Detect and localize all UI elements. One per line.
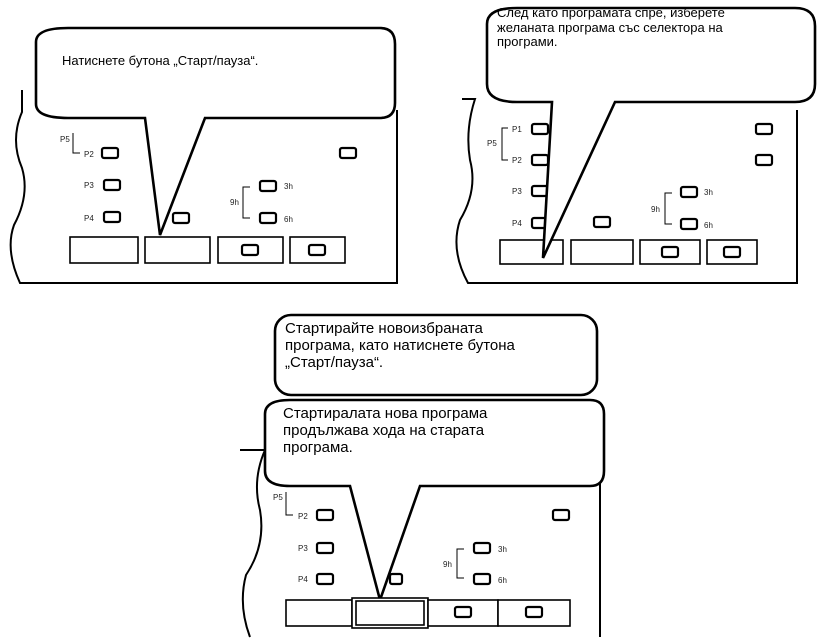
panel-button-1 [69,236,139,264]
speech-bubble [263,398,606,605]
speech-bubble [34,26,397,236]
delay-label-6h: 6h [284,215,293,224]
indicator-led-top [754,122,774,136]
panel-button-4-led [722,245,742,259]
option-led [592,215,612,229]
control-panel-outline [455,98,798,284]
delay-label-3h: 3h [498,545,507,554]
speech-bubble [485,6,817,259]
panel-button-4-led [524,605,544,619]
panel-button-4-led [307,243,327,257]
program-label-p2: P2 [298,512,308,521]
program-led-p1 [530,122,550,136]
delay-led-3h [472,541,492,555]
program-label-p4: P4 [298,575,308,584]
panel-button-3-led [240,243,260,257]
bubble-text-select-program: След като програмата спре, изберете жела… [497,5,725,50]
delay-led-6h [679,217,699,231]
delay-label-9h: 9h [651,205,660,214]
start-pause-button [355,600,425,626]
bubble-text-continues: Стартиралата нова програма продължава хо… [283,405,488,456]
program-led-p3 [102,178,122,192]
control-panel-outline [240,449,267,638]
program-label-p2: P2 [84,150,94,159]
delay-label-9h: 9h [230,198,239,207]
program-label-p5: P5 [60,135,70,144]
indicator-led-bottom [754,153,774,167]
control-panel-outline [9,90,398,284]
bubble-text-restart: Стартирайте новоизбраната програма, като… [285,320,515,371]
panel-button-1 [285,599,353,627]
panel-start-pause: P5 P2 P3 P4 9h 3h 6h [9,26,398,284]
panel-select-program: P1 P5 P2 P3 P4 9h 3h 6h [455,6,817,284]
program-led-p3 [315,541,335,555]
program-led-p4 [102,210,122,224]
delay-led-3h [679,185,699,199]
indicator-led [551,508,571,522]
program-led-p2 [100,146,120,160]
program-label-p4: P4 [84,214,94,223]
option-led [388,572,404,586]
panel-button-3-led [660,245,680,259]
panel-button-2 [570,239,634,265]
delay-label-3h: 3h [284,182,293,191]
indicator-led [338,146,358,160]
panel-button-3-led [453,605,473,619]
program-label-p5: P5 [273,493,283,502]
program-label-p3: P3 [298,544,308,553]
delay-led-3h [258,179,278,193]
speech-bubble-top [273,313,599,397]
program-label-p3: P3 [512,187,522,196]
panel-button-1 [499,239,564,265]
program-led-p2 [315,508,335,522]
option-led [171,211,191,225]
delay-label-3h: 3h [704,188,713,197]
program-label-p4: P4 [512,219,522,228]
delay-led-6h [258,211,278,225]
program-label-p3: P3 [84,181,94,190]
program-led-p4 [315,572,335,586]
delay-led-6h [472,572,492,586]
program-label-p1: P1 [512,125,522,134]
delay-label-9h: 9h [443,560,452,569]
program-label-p2: P2 [512,156,522,165]
delay-label-6h: 6h [704,221,713,230]
delay-label-6h: 6h [498,576,507,585]
start-pause-button [144,236,211,264]
bubble-text-start-pause: Натиснете бутона „Старт/пауза“. [62,53,259,68]
program-label-p5: P5 [487,139,497,148]
